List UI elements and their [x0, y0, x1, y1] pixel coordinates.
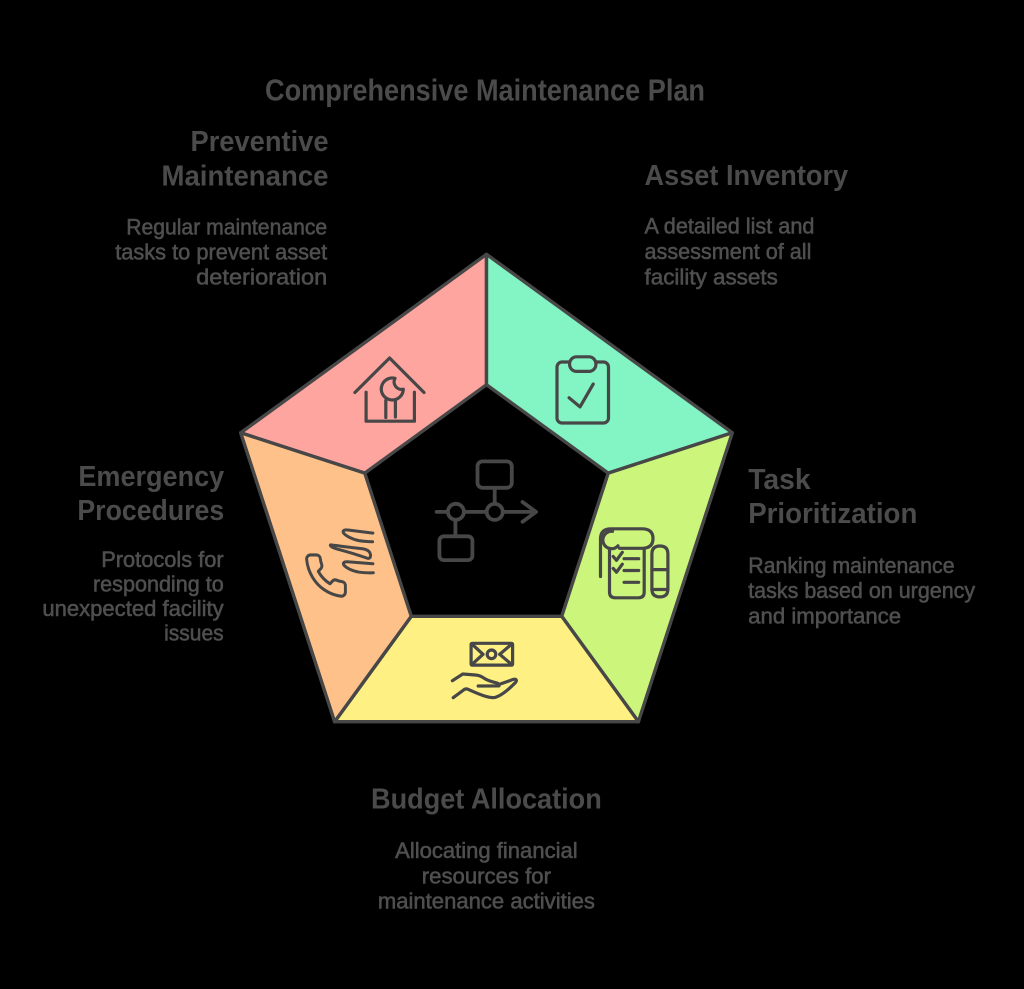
svg-text:Regular maintenance: Regular maintenance	[126, 214, 327, 239]
svg-text:responding to: responding to	[93, 572, 224, 597]
svg-text:Budget Allocation: Budget Allocation	[371, 783, 602, 815]
svg-text:Comprehensive Maintenance Plan: Comprehensive Maintenance Plan	[265, 73, 705, 108]
svg-text:and importance: and importance	[748, 603, 901, 628]
svg-text:deterioration: deterioration	[196, 264, 327, 289]
svg-text:Allocating financial: Allocating financial	[395, 838, 578, 863]
svg-text:Ranking maintenance: Ranking maintenance	[748, 553, 954, 578]
svg-text:tasks based on urgency: tasks based on urgency	[748, 578, 975, 603]
svg-text:tasks to prevent asset: tasks to prevent asset	[115, 239, 327, 264]
svg-text:issues: issues	[164, 620, 224, 645]
svg-text:Asset Inventory: Asset Inventory	[645, 160, 849, 192]
svg-text:unexpected facility: unexpected facility	[42, 596, 223, 621]
svg-text:assessment of all: assessment of all	[645, 239, 812, 264]
svg-text:resources for: resources for	[422, 864, 551, 889]
svg-text:Maintenance: Maintenance	[162, 160, 329, 192]
svg-text:Emergency: Emergency	[78, 461, 224, 493]
svg-text:Task: Task	[748, 464, 811, 496]
svg-text:Prioritization: Prioritization	[748, 498, 917, 530]
svg-text:Protocols for: Protocols for	[101, 547, 224, 572]
svg-text:Procedures: Procedures	[77, 495, 224, 527]
svg-text:A detailed list and: A detailed list and	[645, 214, 815, 239]
svg-text:maintenance activities: maintenance activities	[378, 888, 595, 913]
svg-text:facility assets: facility assets	[645, 265, 778, 290]
svg-text:Preventive: Preventive	[191, 126, 329, 158]
